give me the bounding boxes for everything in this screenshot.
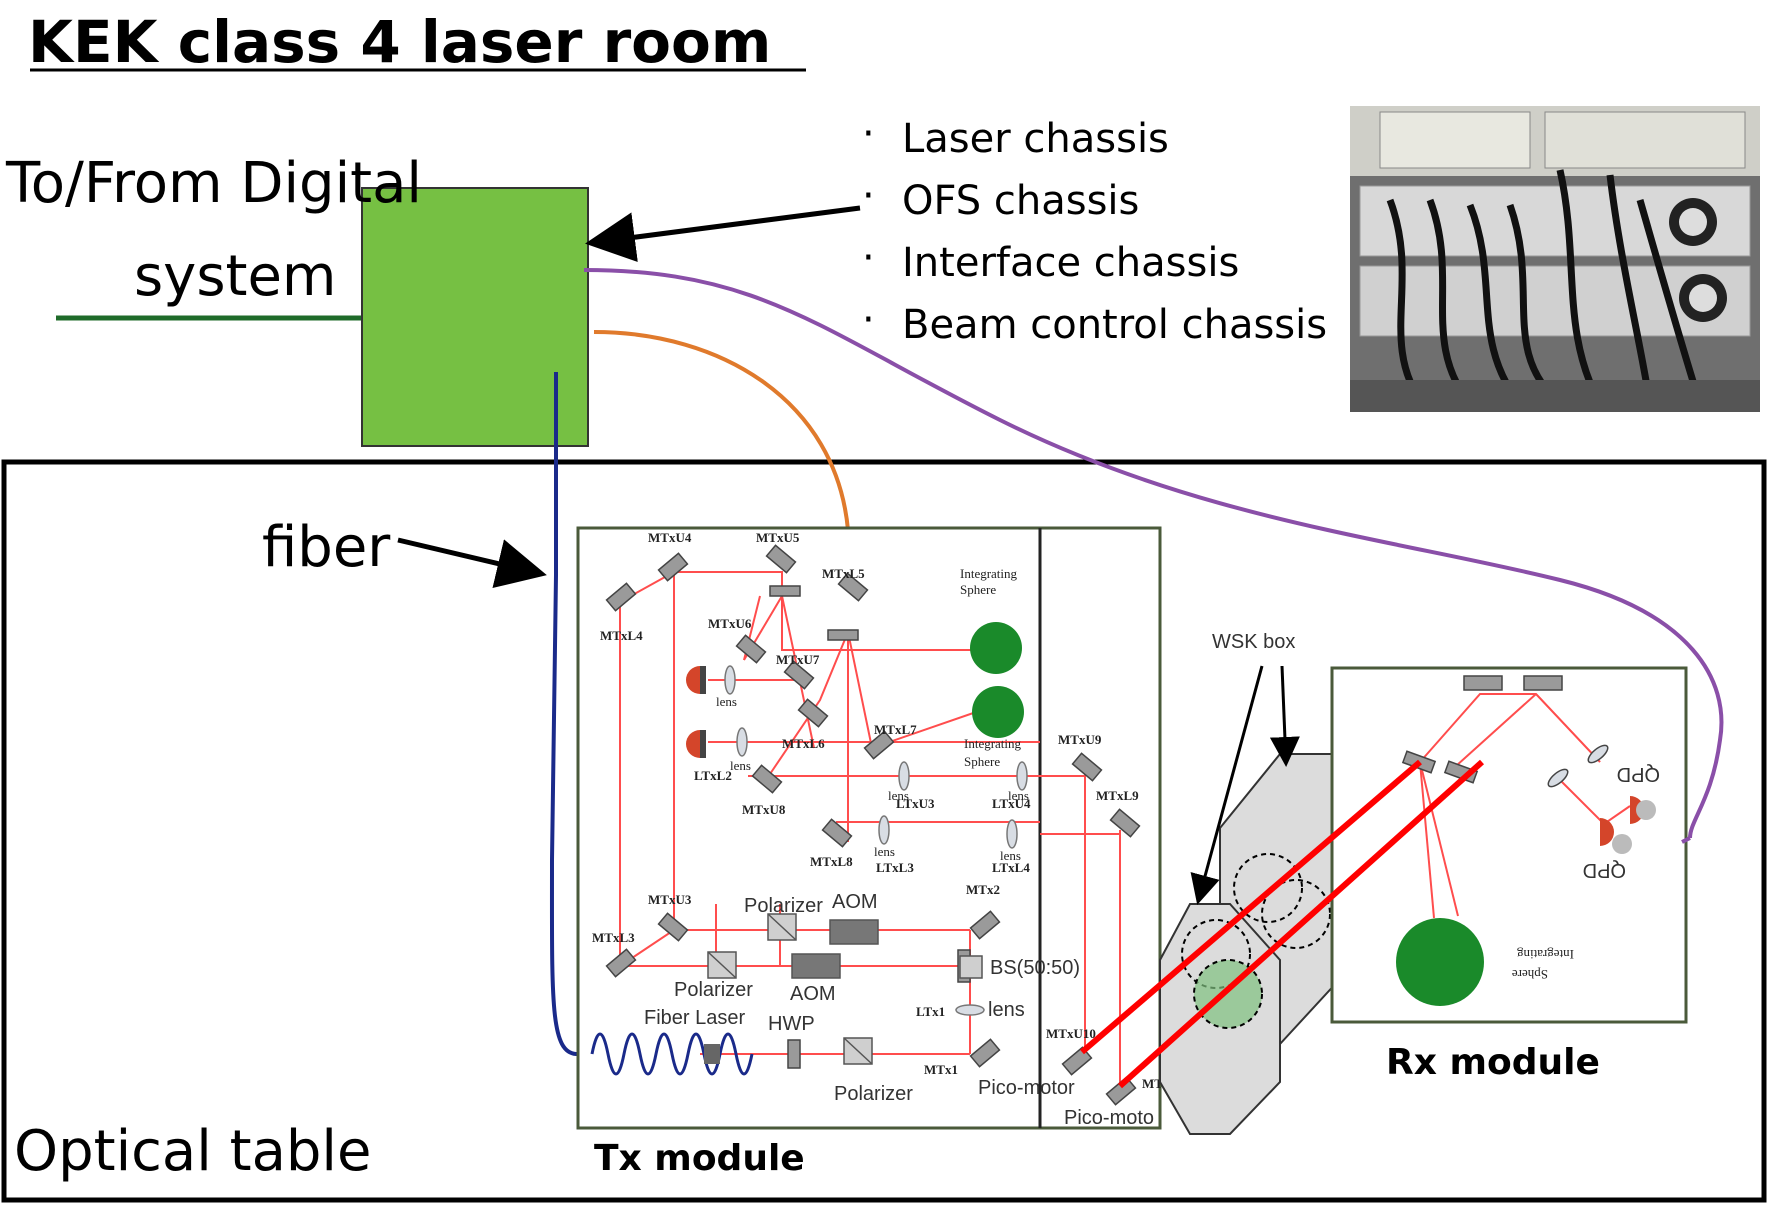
- tx-label-mtxu6: MTxU6: [708, 616, 752, 631]
- tx-label-ltxu4: LTxU4: [992, 796, 1031, 811]
- tx-lens-label-3: lens: [888, 788, 909, 803]
- digital-label-line2: system: [134, 244, 336, 309]
- tx-lens-label-4: lens: [874, 844, 895, 859]
- tx-integrating-sphere-2-l2: Sphere: [964, 754, 1000, 769]
- rack-photo: [1350, 106, 1760, 412]
- tx-label-mtx1: MTx1: [924, 1062, 958, 1077]
- rx-qpd-2: QPD: [1583, 859, 1626, 881]
- tx-label-ltxu3: LTxU3: [896, 796, 935, 811]
- chassis-arrow: [585, 205, 861, 263]
- tx-lens-main: lens: [988, 999, 1025, 1021]
- tx-aom-1: AOM: [832, 891, 878, 913]
- chassis-bullet-3: ·: [862, 235, 875, 281]
- tx-lens-label-1: lens: [716, 694, 737, 709]
- tx-label-mtxl3: MTxL3: [592, 930, 635, 945]
- fiber-arrow: [397, 537, 547, 588]
- tx-label-mtx2: MTx2: [966, 882, 1000, 897]
- tx-label-ltxl3: LTxL3: [876, 860, 914, 875]
- rx-qpd-1: QPD: [1617, 763, 1660, 785]
- tx-label-mtxu5: MTxU5: [756, 530, 800, 545]
- tx-polarizer-3: Polarizer: [834, 1083, 913, 1105]
- tx-polarizer-1: Polarizer: [744, 895, 823, 917]
- tx-label-ltxl2: LTxL2: [694, 768, 732, 783]
- tx-hwp: HWP: [768, 1013, 815, 1035]
- chassis-bullet-1: ·: [862, 111, 875, 157]
- tx-label-mtxl5: MTxL5: [822, 566, 865, 581]
- wsk-box: Fr: [1159, 753, 1351, 1135]
- tx-label-mtxu4: MTxU4: [648, 530, 692, 545]
- tx-label-mtxl9: MTxL9: [1096, 788, 1139, 803]
- tx-label-mtxu10: MTxU10: [1046, 1026, 1096, 1041]
- purple-cable: [583, 268, 1724, 839]
- tx-pico-motor-2: Pico-moto: [1064, 1107, 1154, 1129]
- chassis-list: · Laser chassis · OFS chassis · Interfac…: [862, 111, 1327, 348]
- tx-label-mtxu7: MTxU7: [776, 652, 820, 667]
- tx-module-label: Tx module: [594, 1138, 805, 1179]
- purple-cable-end: [1681, 836, 1691, 844]
- optical-table-frame: [1, 459, 1767, 1203]
- tx-label-ltxl4: LTxL4: [992, 860, 1030, 875]
- rx-integrating-sphere-l1: Integrating: [1516, 947, 1574, 962]
- wsk-box-label: WSK box: [1212, 631, 1295, 653]
- chassis-bullet-2: ·: [862, 173, 875, 219]
- orange-cable: [593, 330, 850, 531]
- tx-lens-label-2: lens: [730, 758, 751, 773]
- blue-fiber: [549, 372, 590, 1056]
- rx-module-label: Rx module: [1386, 1042, 1600, 1083]
- tx-label-ltx1: LTx1: [916, 1004, 945, 1019]
- tx-lens-label-5: lens: [1008, 788, 1029, 803]
- tx-fiber-laser: Fiber Laser: [644, 1007, 745, 1029]
- wsk-pointer-2: [1269, 665, 1300, 767]
- beam-2: [1117, 759, 1485, 1089]
- rx-integrating-sphere-l2: Sphere: [1512, 967, 1548, 982]
- tx-label-mtxl8: MTxL8: [810, 854, 853, 869]
- tx-bs: BS(50:50): [990, 957, 1080, 979]
- chassis-bullet-4: ·: [862, 297, 875, 343]
- tx-label-mtxu8: MTxU8: [742, 802, 786, 817]
- wsk-pointer-1: [1190, 665, 1264, 905]
- chassis-item-3: Interface chassis: [902, 240, 1239, 286]
- beam-1: [1080, 759, 1422, 1055]
- tx-polarizer-2: Polarizer: [674, 979, 753, 1001]
- tx-label-mtxl7: MTxL7: [874, 722, 917, 737]
- tx-module: MTxU4 MTxU5 MTxL5 MTxL4 MTxU6 MTxU7 MTxL…: [576, 526, 1163, 1130]
- chassis-item-1: Laser chassis: [902, 116, 1169, 162]
- chassis-item-2: OFS chassis: [902, 178, 1139, 224]
- tx-integrating-sphere-1-l2: Sphere: [960, 582, 996, 597]
- tx-aom-2: AOM: [790, 983, 836, 1005]
- tx-mt-cut: MT: [1142, 1076, 1163, 1091]
- tx-label-mtxl4: MTxL4: [600, 628, 643, 643]
- tx-label-mtxl6: MTxL6: [782, 736, 825, 751]
- fiber-label: fiber: [262, 515, 391, 580]
- digital-label-line1: To/From Digital: [5, 151, 422, 216]
- controller-box: [361, 187, 589, 447]
- optical-table-label: Optical table: [14, 1119, 371, 1184]
- tx-lens-label-6: lens: [1000, 848, 1021, 863]
- tx-integrating-sphere-1-l1: Integrating: [960, 566, 1018, 581]
- tx-pico-motor-1: Pico-motor: [978, 1077, 1075, 1099]
- chassis-item-4: Beam control chassis: [902, 302, 1327, 348]
- tx-label-mtxu3: MTxU3: [648, 892, 692, 907]
- page-title: KEK class 4 laser room: [28, 8, 771, 76]
- tx-integrating-sphere-2-l1: Integrating: [964, 736, 1022, 751]
- tx-label-mtxu9: MTxU9: [1058, 732, 1102, 747]
